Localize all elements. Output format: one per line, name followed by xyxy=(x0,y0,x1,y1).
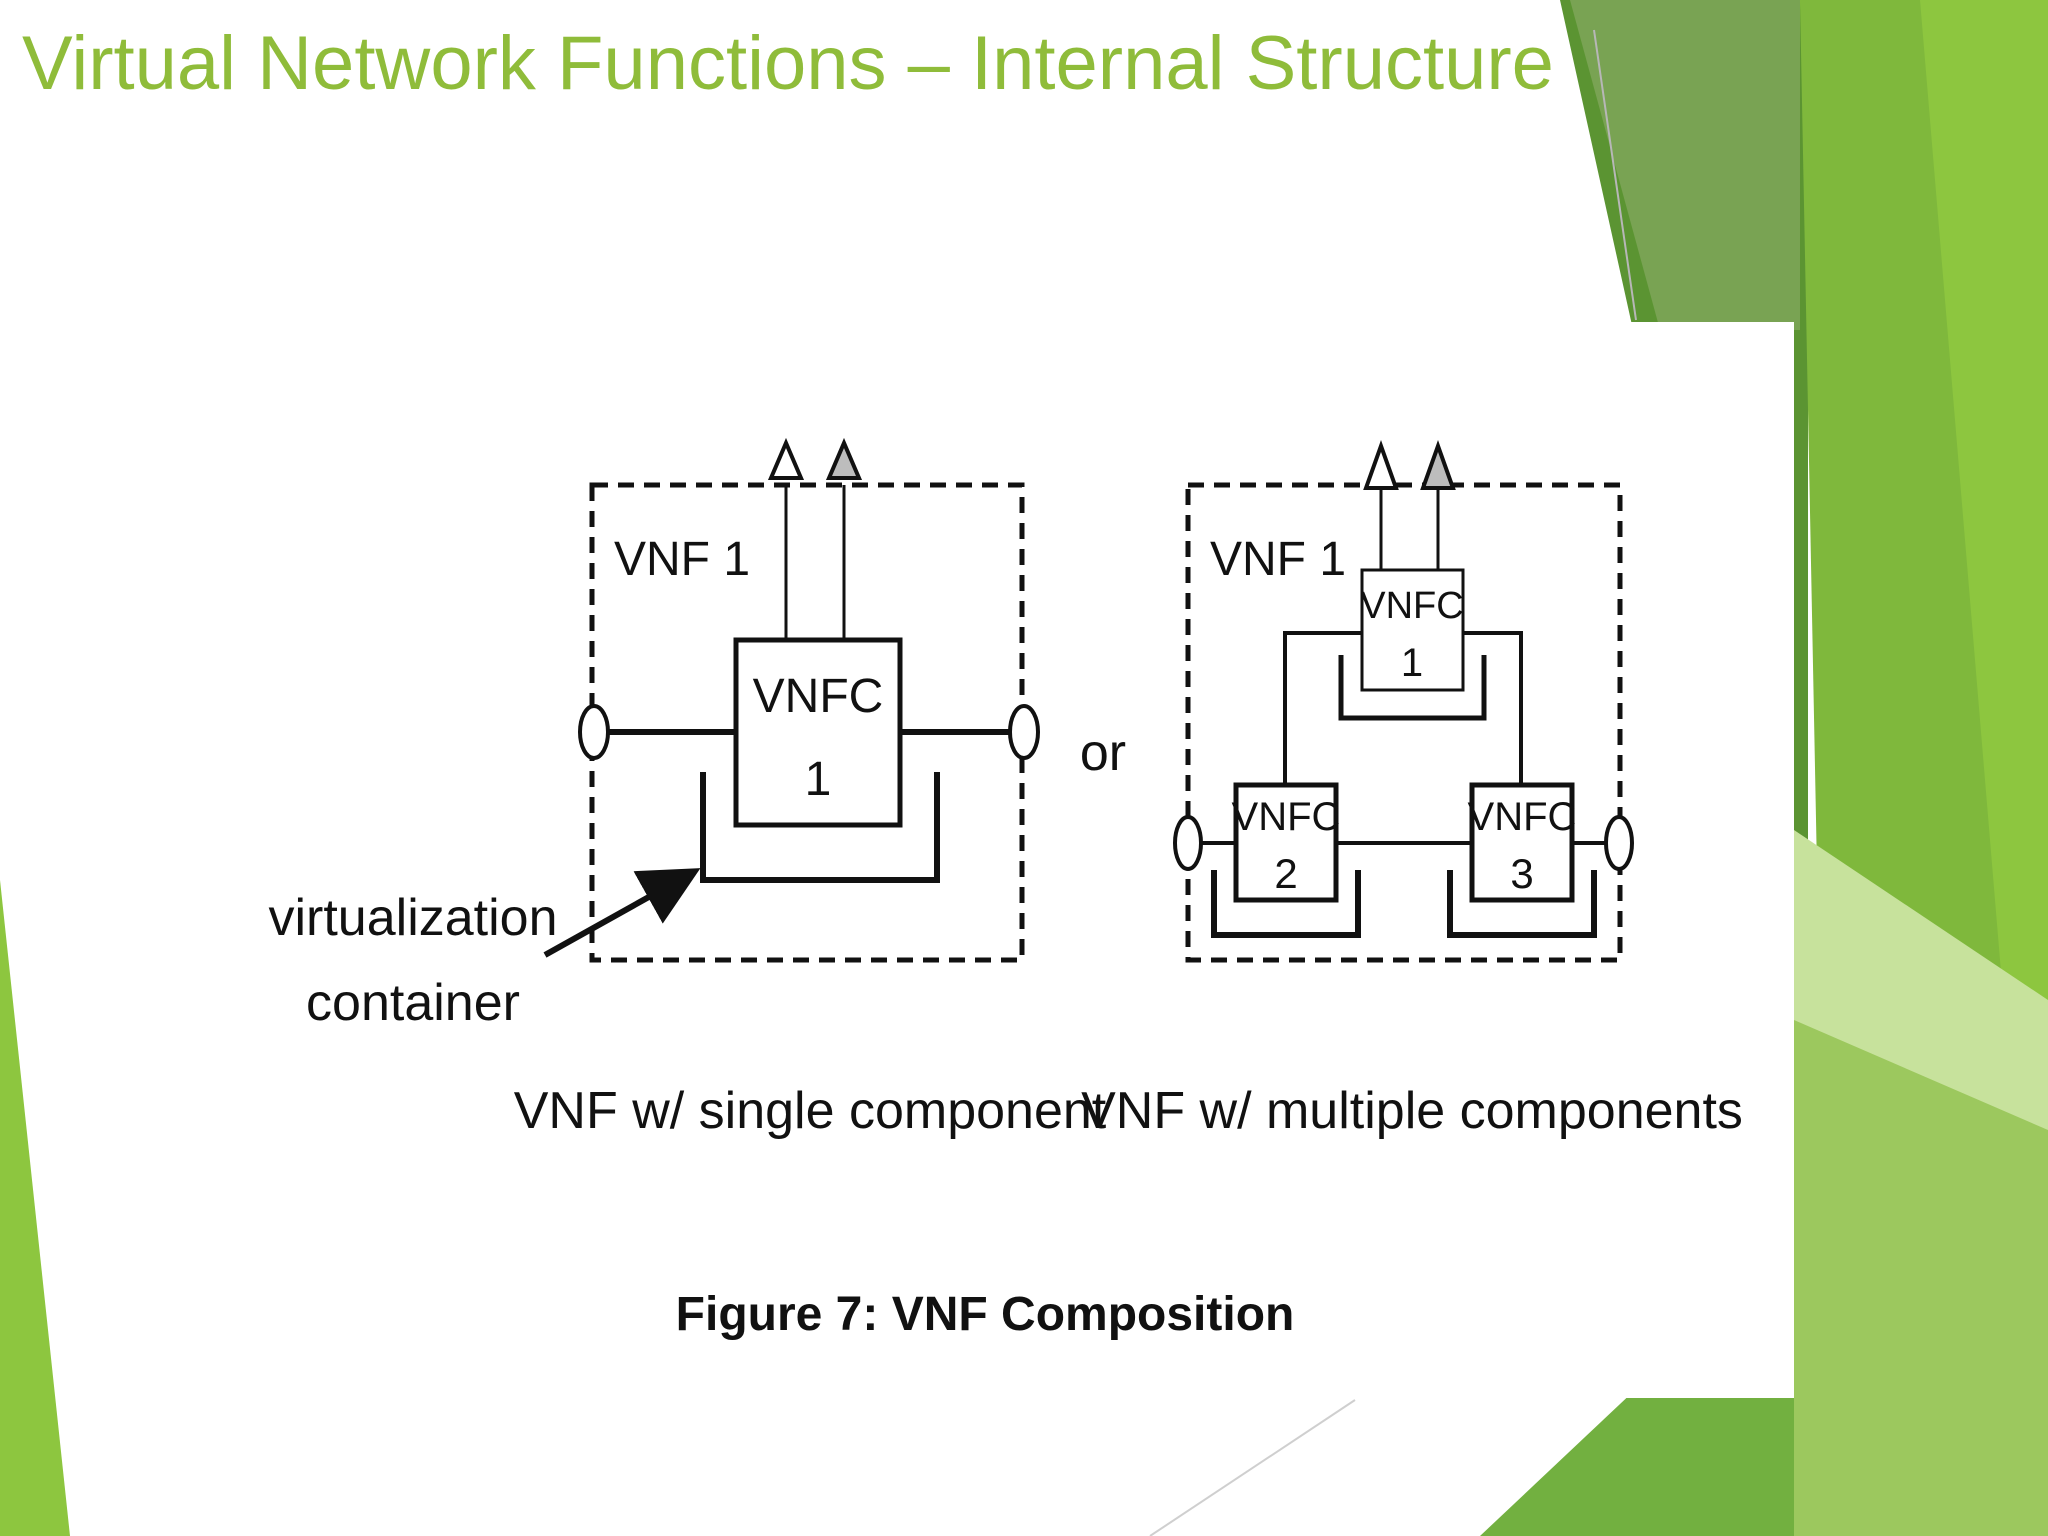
vnfc-label: VNFC xyxy=(1360,585,1463,627)
internal-link xyxy=(1463,631,1523,785)
annotation-arrow xyxy=(543,868,701,958)
vnfc-box xyxy=(1233,782,1339,903)
vnf-multiple-components-diagram: VNF 1 VNFC 1 VNFC 2 VNFC 3 VNF w/ multip… xyxy=(1081,440,1743,1140)
external-port xyxy=(1173,815,1203,871)
annotation-label: virtualization xyxy=(268,889,557,947)
accent-line xyxy=(1593,29,1637,321)
accent-shape-soft xyxy=(1794,1020,2048,1536)
external-port xyxy=(578,704,610,760)
interface-triangle-open xyxy=(767,437,805,480)
vnfc-number: 2 xyxy=(1274,850,1297,897)
internal-link xyxy=(1283,631,1362,785)
accent-shape-olive xyxy=(1570,0,1800,330)
virtualization-container xyxy=(1338,655,1487,721)
virtualization-container xyxy=(700,772,940,883)
external-port xyxy=(1008,704,1040,760)
external-port xyxy=(1604,815,1634,871)
accent-shape-left xyxy=(0,880,70,1536)
vnf-label: VNF 1 xyxy=(1210,533,1346,586)
slide-title: Virtual Network Functions – Internal Str… xyxy=(22,21,1554,106)
interface-triangle-filled xyxy=(825,437,863,480)
interface-triangle-filled xyxy=(1420,440,1456,490)
annotation-label: container xyxy=(306,974,520,1032)
vnfc-number: 1 xyxy=(805,753,832,806)
diagram-subtitle: VNF w/ multiple components xyxy=(1081,1082,1743,1140)
vnfc-box xyxy=(733,637,903,828)
virtualization-container xyxy=(1211,870,1361,938)
vnfc-label: VNFC xyxy=(1468,795,1577,839)
accent-line xyxy=(1149,1399,1356,1536)
virtualization-container xyxy=(1447,870,1597,938)
figure-caption: Figure 7: VNF Composition xyxy=(676,1288,1295,1341)
vnfc-number: 1 xyxy=(1401,641,1423,685)
vnfc-label: VNFC xyxy=(1232,795,1341,839)
vnf-label: VNF 1 xyxy=(614,533,750,586)
vnf-single-component-diagram: VNF 1 VNFC 1 virtualization container VN… xyxy=(268,437,1107,1140)
vnfc-label: VNFC xyxy=(753,670,884,723)
vnfc-box xyxy=(1360,568,1465,692)
vnfc-box xyxy=(1469,782,1575,903)
connector-word: or xyxy=(1080,724,1126,782)
diagram-subtitle: VNF w/ single component xyxy=(514,1082,1107,1140)
vnf-boundary xyxy=(1185,482,1623,963)
vnfc-number: 3 xyxy=(1510,850,1533,897)
interface-triangle-open xyxy=(1363,440,1399,490)
